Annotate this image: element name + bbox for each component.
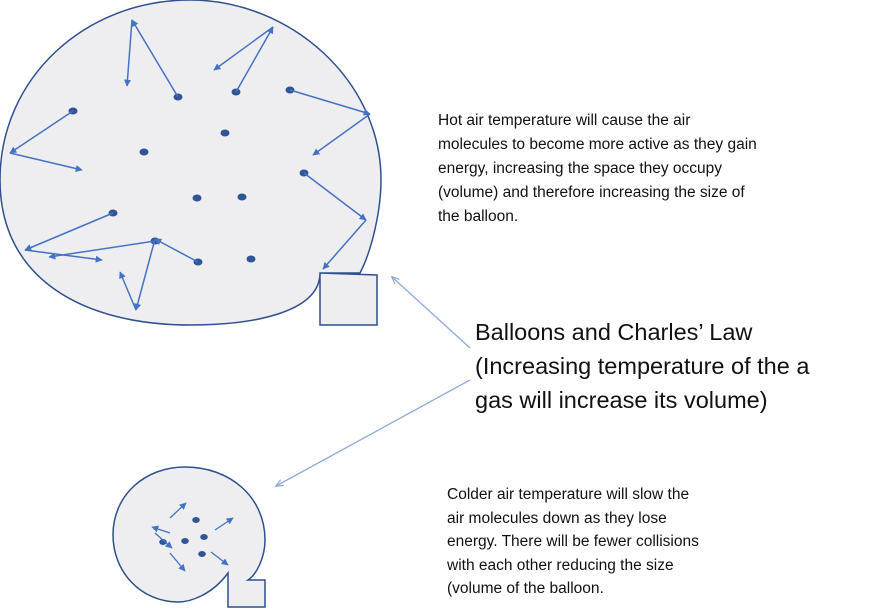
molecule [220,129,230,137]
molecule [192,194,202,202]
title-line: gas will increase its volume) [475,387,768,413]
hot-arrows [9,19,371,311]
hot-balloon [0,0,382,326]
motion-arrow [123,19,133,87]
title-line: (Increasing temperature of the a [475,353,810,379]
motion-arrow [213,26,274,71]
molecule [198,551,206,557]
diagram-title: Balloons and Charles’ Law (Increasing te… [475,315,875,417]
motion-arrow [289,89,371,116]
molecule [200,534,208,540]
motion-arrow [119,271,137,311]
motion-arrow [154,238,199,263]
cold-description-line: energy. There will be fewer collisions [447,533,699,550]
cold-description-line: with each other reducing the size [447,556,674,574]
motion-arrow [134,238,156,311]
motion-arrow [169,502,187,519]
molecule [159,539,167,545]
cold-arrows [151,502,234,572]
molecule [181,538,189,544]
motion-arrow [235,26,274,93]
cold-description-line: Colder air temperature will slow the [447,486,690,503]
cold-molecules [159,517,208,557]
hot-description-line: Hot air temperature will cause the air [438,112,691,129]
motion-arrow [151,525,171,534]
cold-air-description: Colder air temperature will slow the air… [447,483,847,601]
cold-description-line: (volume of the balloon. [447,580,604,597]
cold-balloon [112,466,266,608]
motion-arrow [9,152,83,172]
motion-arrow [24,212,114,251]
molecule [237,193,247,201]
motion-arrow [303,172,367,221]
molecule [139,148,149,156]
hot-description-line: energy, increasing the space they occupy [438,160,723,177]
hot-description-line: molecules to become more active as they … [438,136,757,153]
motion-arrow [214,517,234,531]
pointer-line-hot [392,277,471,349]
pointer-line-cold [276,379,471,486]
hot-description-line: (volume) and therefore increasing the si… [438,184,745,201]
motion-arrow [154,532,173,549]
title-line: Balloons and Charles’ Law [475,319,753,345]
hot-air-description: Hot air temperature will cause the air m… [438,109,858,229]
molecule [246,255,256,263]
motion-arrow [131,19,179,98]
cold-description-line: air molecules down as they lose [447,509,667,527]
motion-arrow [9,110,74,154]
motion-arrow [322,219,367,270]
motion-arrow [169,552,186,572]
molecule [192,517,200,523]
motion-arrow [312,113,371,156]
motion-arrow [48,240,156,260]
hot-description-line: the balloon. [438,208,519,225]
motion-arrow [210,551,229,566]
